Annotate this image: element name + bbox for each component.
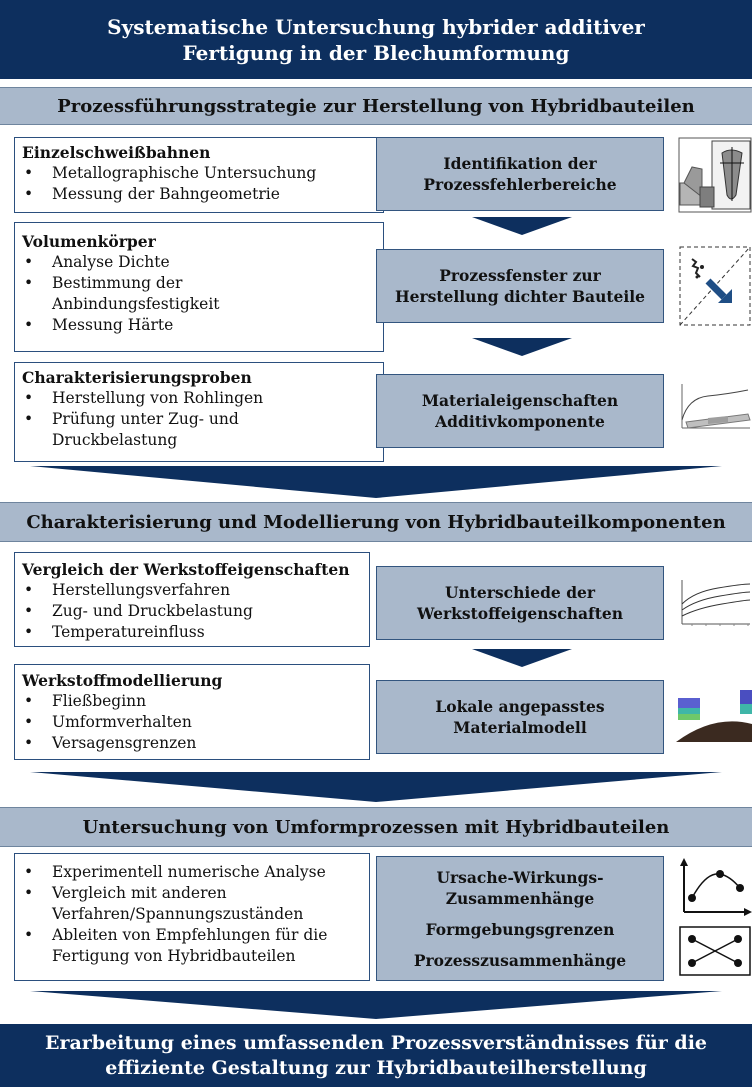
down-arrow bbox=[472, 649, 572, 667]
section1-band: Prozessführungsstrategie zur Herstellung… bbox=[0, 87, 752, 125]
cross-relation-icon bbox=[679, 926, 751, 976]
box-heading: Volumenkörper bbox=[22, 232, 156, 251]
result-line: Formgebungsgrenzen bbox=[425, 919, 615, 939]
result-line: Prozessfehlerbereiche bbox=[423, 175, 617, 194]
title-line-1: Systematische Untersuchung hybrider addi… bbox=[107, 14, 645, 39]
list-item: Temperatureinfluss bbox=[22, 622, 369, 643]
section3-band: Untersuchung von Umformprozessen mit Hyb… bbox=[0, 807, 752, 847]
fe-simulation-icon bbox=[676, 690, 752, 742]
section1-title: Prozessführungsstrategie zur Herstellung… bbox=[57, 95, 695, 117]
s2-result-materialmodell: Lokale angepasstes Materialmodell bbox=[376, 680, 664, 754]
stress-strain-specimen-icon bbox=[681, 384, 751, 429]
box-heading: Vergleich der Werkstoffeigenschaften bbox=[22, 560, 350, 579]
transition-arrow bbox=[30, 772, 722, 802]
box-heading: Einzelschweißbahnen bbox=[22, 143, 211, 162]
list-item: Bestimmung der bbox=[22, 273, 383, 294]
result-line: Additivkomponente bbox=[435, 412, 605, 431]
conclusion-line-1: Erarbeitung eines umfassenden Prozessver… bbox=[44, 1031, 708, 1054]
list-item: Zug- und Druckbelastung bbox=[22, 601, 369, 622]
list-item: Experimentell numerische Analyse bbox=[22, 862, 369, 883]
s2-result-unterschiede: Unterschiede der Werkstoffeigenschaften bbox=[376, 566, 664, 640]
down-arrow bbox=[472, 217, 572, 235]
list-item: Messung Härte bbox=[22, 315, 383, 336]
result-line: Lokale angepasstes bbox=[435, 697, 605, 716]
result-line: Prozessfenster zur bbox=[439, 266, 601, 285]
flow-curves-icon bbox=[681, 580, 751, 626]
result-line: Materialeigenschaften bbox=[421, 391, 619, 410]
result-line: Prozesszusammenhänge bbox=[413, 950, 627, 970]
s1-box-charakterisierungsproben: Charakterisierungsproben Herstellung von… bbox=[14, 362, 384, 462]
transition-arrow bbox=[30, 466, 722, 498]
list-item: Metallographische Untersuchung bbox=[22, 163, 383, 184]
list-item-continued: Druckbelastung bbox=[52, 431, 178, 449]
list-item: Prüfung unter Zug- und bbox=[22, 409, 383, 430]
list-item: Umformverhalten bbox=[22, 712, 369, 733]
list-item-continued: Fertigung von Hybridbauteilen bbox=[52, 947, 296, 965]
result-line: Materialmodell bbox=[453, 718, 587, 737]
list-item: Messung der Bahngeometrie bbox=[22, 184, 383, 205]
list-item: Herstellung von Rohlingen bbox=[22, 388, 383, 409]
result-line: Ursache-Wirkungs- bbox=[436, 867, 604, 887]
list-item-continued: Verfahren/Spannungszuständen bbox=[52, 905, 304, 923]
result-line: Identifikation der bbox=[443, 154, 597, 173]
result-line: Werkstoffeigenschaften bbox=[416, 604, 623, 623]
list-item: Versagensgrenzen bbox=[22, 733, 369, 754]
s1-result-prozessfenster: Prozessfenster zur Herstellung dichter B… bbox=[376, 249, 664, 323]
transition-arrow bbox=[30, 991, 722, 1019]
list-item: Ableiten von Empfehlungen für die bbox=[22, 925, 369, 946]
s3-results: Ursache-Wirkungs- Zusammenhänge Formgebu… bbox=[376, 856, 664, 981]
list-item: Fließbeginn bbox=[22, 691, 369, 712]
result-line: Unterschiede der bbox=[444, 583, 596, 602]
weld-bead-cross-section-icon bbox=[678, 137, 752, 213]
cause-effect-curve-icon bbox=[680, 858, 752, 916]
section3-title: Untersuchung von Umformprozessen mit Hyb… bbox=[82, 816, 670, 838]
box-heading: Charakterisierungsproben bbox=[22, 368, 252, 387]
s2-box-vergleich: Vergleich der Werkstoffeigenschaften Her… bbox=[14, 552, 370, 647]
box-heading: Werkstoffmodellierung bbox=[22, 671, 223, 690]
list-item: Analyse Dichte bbox=[22, 252, 383, 273]
list-item-continued: Anbindungsfestigkeit bbox=[52, 295, 220, 313]
list-item: Vergleich mit anderen bbox=[22, 883, 369, 904]
s2-box-werkstoffmodellierung: Werkstoffmodellierung Fließbeginn Umform… bbox=[14, 664, 370, 760]
s1-result-materialeigenschaften: Materialeigenschaften Additivkomponente bbox=[376, 374, 664, 448]
conclusion-line-2: effiziente Gestaltung zur Hybridbauteilh… bbox=[105, 1056, 647, 1079]
result-line: Herstellung dichter Bauteile bbox=[394, 287, 646, 306]
down-arrow bbox=[472, 338, 572, 356]
diagram-title: Systematische Untersuchung hybrider addi… bbox=[0, 0, 752, 79]
list-item: Herstellungsverfahren bbox=[22, 580, 369, 601]
process-window-icon bbox=[679, 246, 751, 326]
diagram-conclusion: Erarbeitung eines umfassenden Prozessver… bbox=[0, 1024, 752, 1087]
s3-box-analysis: Experimentell numerische Analyse Verglei… bbox=[14, 853, 370, 981]
s1-result-identifikation: Identifikation der Prozessfehlerbereiche bbox=[376, 137, 664, 211]
s1-box-einzelschweissbahnen: Einzelschweißbahnen Metallographische Un… bbox=[14, 137, 384, 213]
result-line: Zusammenhänge bbox=[445, 888, 595, 908]
title-line-2: Fertigung in der Blechumformung bbox=[182, 40, 570, 65]
s1-box-volumenkoerper: Volumenkörper Analyse Dichte Bestimmung … bbox=[14, 222, 384, 352]
section2-band: Charakterisierung und Modellierung von H… bbox=[0, 502, 752, 542]
section2-title: Charakterisierung und Modellierung von H… bbox=[26, 511, 726, 533]
